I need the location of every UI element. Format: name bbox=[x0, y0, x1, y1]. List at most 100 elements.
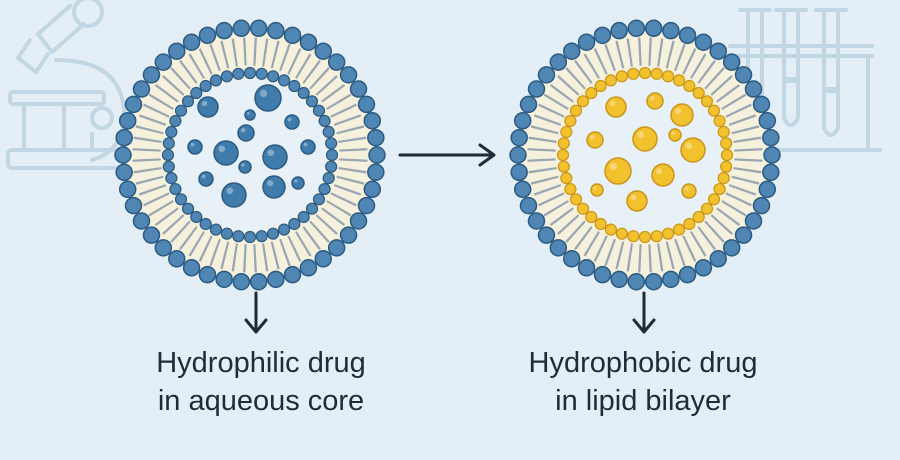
lipid-head bbox=[717, 172, 730, 185]
hydrophobic-drug-molecule bbox=[668, 128, 682, 142]
lipid-head bbox=[174, 104, 188, 117]
lipid-head bbox=[199, 217, 212, 231]
hydrophilic-liposome bbox=[114, 19, 386, 291]
lipid-head bbox=[322, 172, 335, 185]
lipid-head bbox=[277, 74, 291, 87]
lipid-head bbox=[678, 26, 697, 45]
lipid-head bbox=[638, 230, 652, 244]
hydrophilic-drug-molecule bbox=[238, 160, 252, 174]
hydrophobic-drug-molecule bbox=[670, 103, 694, 127]
lipid-head bbox=[190, 86, 203, 100]
hydrophilic-drug-molecule bbox=[291, 176, 305, 190]
hydrophilic-drug-molecule bbox=[197, 96, 219, 118]
lipid-head bbox=[569, 193, 583, 206]
lipid-head bbox=[615, 70, 628, 83]
lipid-head bbox=[700, 95, 714, 108]
outer-lipid-heads bbox=[509, 19, 781, 291]
lipid-head bbox=[563, 42, 581, 60]
lipid-head bbox=[722, 239, 741, 257]
lipid-head bbox=[576, 202, 590, 215]
lipid-head bbox=[339, 226, 358, 244]
lipid-head bbox=[577, 33, 596, 51]
lipid-head bbox=[510, 128, 528, 147]
lipid-head bbox=[165, 125, 178, 138]
lipid-head bbox=[118, 180, 137, 199]
lipid-head bbox=[363, 111, 382, 130]
hydrophilic-drug-molecule bbox=[221, 182, 247, 208]
hydrophobic-drug-molecules bbox=[586, 92, 706, 212]
lipid-head bbox=[312, 104, 326, 117]
lipid-head bbox=[318, 114, 331, 128]
lipid-head bbox=[288, 217, 301, 231]
lipid-head bbox=[357, 196, 376, 215]
lipid-head bbox=[255, 67, 268, 80]
transition-arrow bbox=[398, 143, 496, 167]
lipid-head bbox=[267, 270, 285, 289]
hydrophilic-drug-molecule bbox=[198, 171, 214, 187]
hydrophobic-liposome bbox=[509, 19, 781, 291]
hydrophobic-caption-line2: in lipid bilayer bbox=[555, 385, 731, 417]
lipid-head bbox=[510, 163, 528, 182]
lipid-head bbox=[339, 66, 358, 84]
lipid-head bbox=[519, 95, 538, 114]
hydrophilic-caption-line2: in aqueous core bbox=[157, 385, 365, 417]
lipid-head bbox=[557, 160, 570, 173]
lipid-head bbox=[662, 227, 675, 240]
hydrophobic-caption-line1: Hydrophobic drug bbox=[528, 347, 758, 379]
lipid-head bbox=[267, 227, 280, 240]
lipid-head bbox=[124, 196, 143, 215]
lipid-head bbox=[154, 239, 173, 257]
lipid-head bbox=[165, 172, 178, 185]
lipid-head bbox=[519, 196, 538, 215]
hydrophobic-drug-molecule bbox=[604, 157, 632, 185]
lipid-head bbox=[325, 160, 338, 173]
lipid-head bbox=[563, 250, 581, 268]
hydrophilic-drug-molecule bbox=[213, 140, 239, 166]
hydrophilic-drug-molecule bbox=[254, 84, 282, 112]
lipid-head bbox=[255, 230, 268, 243]
microscope-icon bbox=[6, 0, 128, 170]
hydrophilic-drug-molecule bbox=[262, 175, 286, 199]
lipid-head bbox=[593, 26, 612, 45]
lipid-head bbox=[569, 104, 583, 117]
lipid-head bbox=[215, 21, 233, 40]
lipid-head bbox=[734, 66, 753, 84]
lipid-head bbox=[142, 226, 161, 244]
lipid-head bbox=[363, 180, 382, 199]
lipid-head bbox=[564, 182, 577, 196]
hydrophilic-drug-molecule bbox=[284, 114, 300, 130]
lipid-head bbox=[367, 128, 385, 147]
lipid-head bbox=[215, 270, 233, 289]
lipid-head bbox=[604, 74, 618, 87]
hydrophobic-drug-molecule bbox=[646, 92, 664, 110]
lipid-head bbox=[604, 223, 618, 236]
lipid-head bbox=[115, 163, 133, 182]
lipid-head bbox=[758, 180, 777, 199]
lipid-head bbox=[700, 202, 714, 215]
lipid-head bbox=[720, 137, 733, 150]
lipid-head bbox=[513, 180, 532, 199]
lipid-head bbox=[232, 230, 245, 243]
lipid-head bbox=[349, 212, 368, 230]
lipid-head bbox=[549, 239, 568, 257]
lipid-head bbox=[762, 163, 780, 182]
lipid-head bbox=[709, 250, 727, 268]
hydrophobic-drug-molecule bbox=[681, 183, 697, 199]
lipid-head bbox=[627, 19, 646, 38]
lipid-head bbox=[576, 95, 590, 108]
lipid-head bbox=[557, 137, 570, 150]
lipid-head bbox=[190, 210, 203, 224]
inner-lipid-heads bbox=[161, 66, 339, 244]
lipid-head bbox=[662, 21, 680, 40]
lipid-head bbox=[318, 182, 331, 196]
lipid-head bbox=[627, 67, 640, 80]
lipid-head bbox=[537, 226, 556, 244]
hydrophobic-caption: Hydrophobic drug in lipid bilayer bbox=[478, 344, 808, 420]
lipid-head bbox=[650, 67, 663, 80]
lipid-head bbox=[325, 148, 339, 162]
hydrophobic-drug-molecule bbox=[680, 137, 706, 163]
lipid-head bbox=[709, 42, 727, 60]
lipid-head bbox=[174, 193, 188, 206]
lipid-head bbox=[198, 265, 217, 284]
